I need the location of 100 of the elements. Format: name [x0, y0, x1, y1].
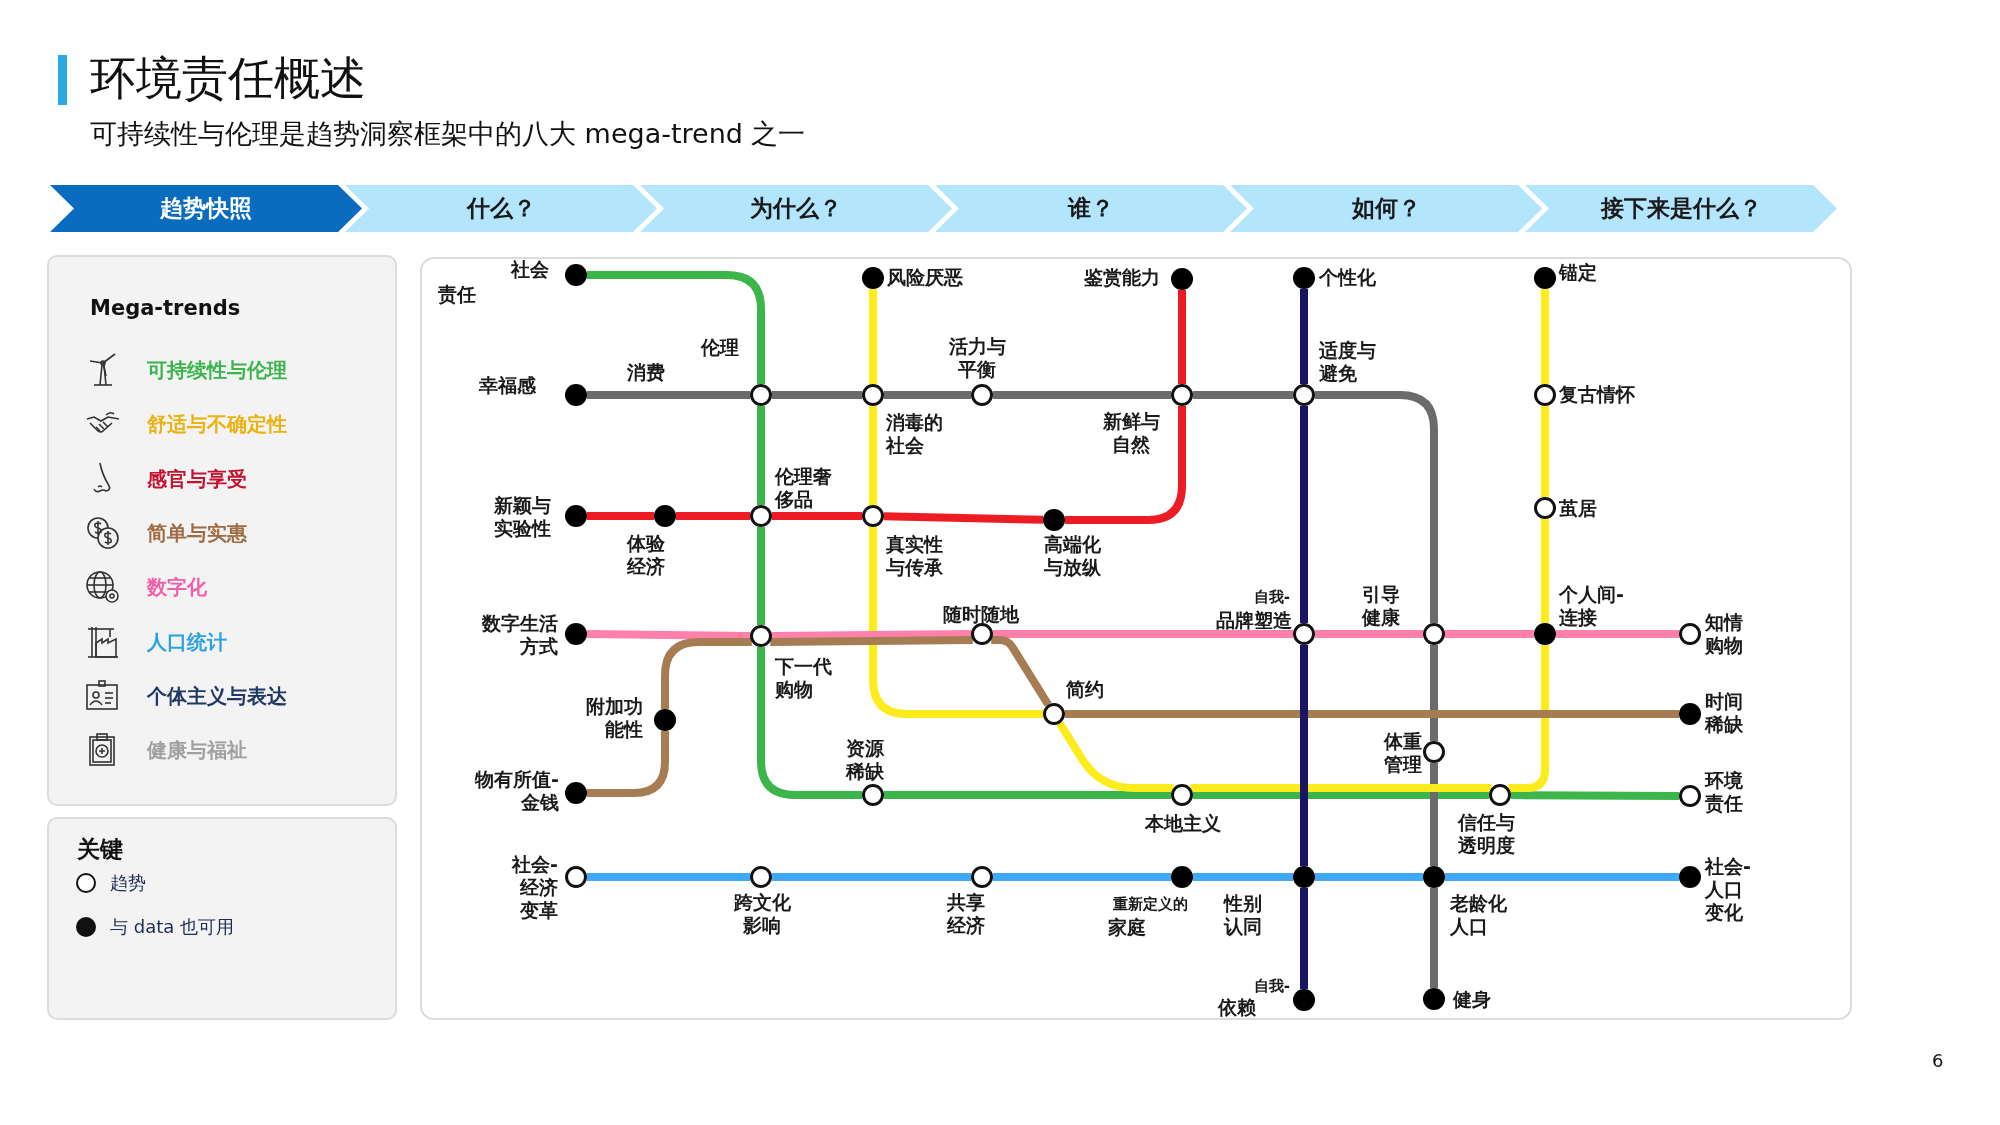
page-title: 环境责任概述	[90, 50, 366, 106]
legend-heading: Mega-trends	[90, 296, 241, 320]
station-label: 重新定义的	[1113, 895, 1188, 914]
metro-line	[1430, 645, 1438, 741]
legend-entry-label: 舒适与不确定性	[147, 411, 287, 438]
header-tab: 如何？	[1230, 185, 1542, 232]
legend-entry-label: 简单与实惠	[147, 519, 247, 546]
station-label: 随时随地	[943, 603, 1020, 626]
header-tab: 为什么？	[640, 185, 952, 232]
metro-line	[676, 512, 750, 520]
station-label: 健身	[1453, 988, 1492, 1011]
metro-line	[1065, 710, 1679, 718]
metro-line	[757, 406, 765, 505]
metro-line	[1430, 888, 1438, 988]
station-label: 复古情怀	[1559, 383, 1636, 406]
metro-line	[993, 391, 1171, 399]
metro-line	[757, 647, 862, 799]
metro-line	[1193, 791, 1489, 799]
metro-line	[1300, 289, 1308, 384]
metro-line	[1065, 406, 1186, 524]
station-label: 引导健康	[1362, 583, 1401, 629]
metro-line	[1193, 391, 1293, 399]
station-label: 体验经济	[625, 532, 666, 578]
station-label: 知情购物	[1705, 611, 1744, 657]
header-tab: 谁？	[935, 185, 1247, 232]
metro-line	[587, 271, 765, 384]
legend-entry-label: 与 data 也可用	[110, 915, 234, 939]
metro-line	[772, 391, 862, 399]
metro-line	[869, 406, 877, 505]
metro-line	[586, 630, 751, 640]
station-label: 责任	[438, 283, 477, 306]
metro-line	[771, 630, 972, 640]
metro-line	[1193, 873, 1293, 881]
metro-line	[587, 873, 750, 881]
station-label: 依赖	[1218, 996, 1257, 1019]
station-label: 新颖与实验性	[493, 494, 551, 540]
station-label: 自我-	[1253, 588, 1290, 607]
station-label: 共享经济	[946, 891, 986, 937]
metro-line	[884, 791, 1171, 799]
station-label: 老龄化人口	[1450, 892, 1508, 938]
metro-line	[661, 638, 752, 709]
station-label: 个人间-连接	[1559, 583, 1625, 629]
metro-line	[1541, 289, 1549, 384]
metro-line	[1430, 763, 1438, 866]
metro-line	[1300, 406, 1308, 623]
header-tab: 趋势快照	[50, 185, 362, 232]
station-label: 本地主义	[1145, 812, 1222, 835]
station-label: 资源稀缺	[844, 737, 885, 783]
metro-line	[1445, 873, 1679, 881]
station-label: 信任与透明度	[1456, 811, 1516, 857]
legend-entry-label: 感官与享受	[147, 465, 247, 492]
station-label: 风险厌恶	[887, 266, 964, 289]
metro-line	[772, 873, 971, 881]
station-label: 时间稀缺	[1705, 690, 1744, 736]
metro-line	[1178, 290, 1186, 384]
station-label: 伦理奢侈品	[775, 465, 833, 511]
metro-line	[1508, 645, 1549, 792]
metro-line	[1541, 406, 1549, 497]
metro-line	[1445, 630, 1534, 638]
metro-line	[772, 512, 862, 520]
legend-entry-label: 健康与福祉	[147, 737, 247, 764]
metro-line	[869, 527, 1043, 718]
metro-line	[1315, 873, 1423, 881]
station-label: 消费	[627, 361, 666, 384]
station-label: 适度与避免	[1319, 339, 1377, 385]
station-label: 家庭	[1108, 916, 1147, 939]
station-label: 环境责任	[1705, 769, 1744, 815]
metro-line	[587, 731, 669, 797]
station-label: 鉴赏能力	[1083, 266, 1160, 289]
header-tab: 什么？	[345, 185, 657, 232]
station-label: 数字生活方式	[481, 612, 558, 658]
station-label: 社会-人口变化	[1705, 855, 1752, 924]
metro-line	[1511, 791, 1679, 800]
station-label: 下一代购物	[775, 655, 833, 701]
metro-line	[587, 391, 750, 399]
station-label: 附加功能性	[585, 695, 643, 741]
metro-line	[1541, 519, 1549, 623]
metro-line	[1190, 784, 1492, 792]
station-label: 伦理	[701, 336, 740, 359]
station-label: 性别认同	[1224, 892, 1263, 938]
metro-line	[993, 630, 1293, 638]
header-tab: 接下来是什么？	[1525, 185, 1837, 232]
metro-line	[1056, 721, 1174, 792]
station-label: 社会	[509, 258, 549, 281]
metro-line	[1300, 888, 1308, 989]
station-label: 物有所值-金钱	[473, 768, 559, 814]
metro-line	[1315, 630, 1423, 638]
station-label: 高端化与放纵	[1044, 533, 1102, 579]
station-label: 真实性与传承	[886, 533, 944, 579]
legend-entry-label: 个体主义与表达	[147, 682, 287, 709]
station-label: 简约	[1066, 678, 1105, 701]
station-label: 消毒的社会	[886, 411, 944, 457]
legend-entry-label: 趋势	[110, 871, 146, 895]
metro-line	[1315, 391, 1438, 623]
legend-heading: 关键	[77, 835, 123, 864]
metro-line	[883, 512, 1044, 524]
metro-line	[991, 636, 1052, 707]
metro-line	[587, 512, 654, 520]
station-label: 品牌塑造	[1215, 609, 1292, 632]
station-label: 社会-经济变革	[510, 853, 558, 922]
